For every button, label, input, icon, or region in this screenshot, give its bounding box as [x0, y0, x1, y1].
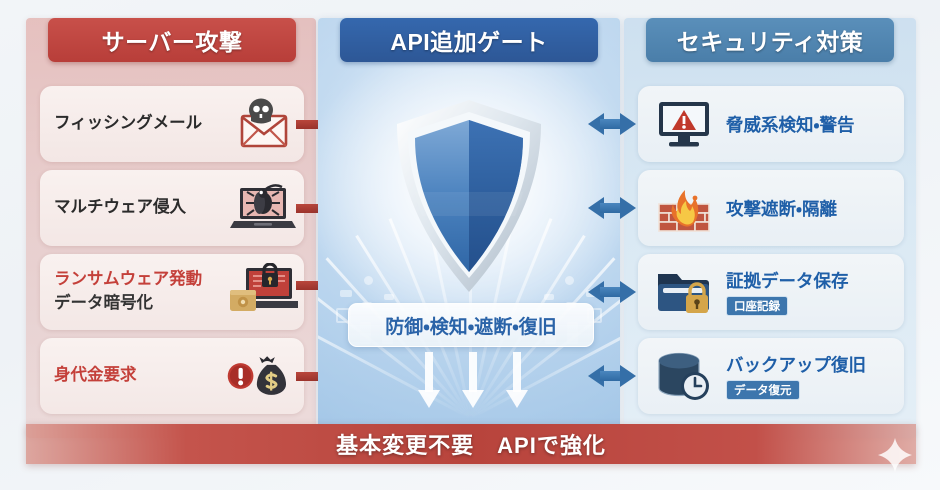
- defense-flow-arrow-4: [588, 365, 642, 387]
- gate-capability-pill: 防御・検知・遮断・復旧: [348, 303, 594, 347]
- status-badge: 口座記録: [726, 296, 788, 316]
- defense-flow-arrow-2: [588, 197, 642, 219]
- gate-column-header: API追加ゲート: [340, 18, 598, 62]
- shield-icon: [389, 96, 549, 296]
- attack-card-label: 身代金要求: [40, 364, 226, 388]
- money-bag-alert-icon: [226, 345, 298, 407]
- arrow-down-icon: [506, 352, 528, 414]
- attack-card-malware[interactable]: マルチウェア侵入: [40, 170, 304, 246]
- skull-envelope-icon: [226, 93, 298, 155]
- summary-banner-text: 基本変更不要 APIで強化: [336, 433, 606, 458]
- attack-card-label: ランサムウェア発動 データ暗号化: [40, 268, 226, 316]
- defense-card-label: バックアップ復旧 データ復元: [720, 352, 904, 400]
- attack-column-title: サーバー攻撃: [101, 29, 243, 55]
- attack-column-header: サーバー攻撃: [48, 18, 296, 62]
- defense-label-text: バックアップ復旧: [726, 355, 866, 375]
- attack-label-text: マルチウェア侵入: [54, 198, 186, 217]
- sparkle-icon: [878, 438, 912, 472]
- arrow-down-icon-group: [418, 352, 528, 414]
- attack-card-label: フィッシングメール: [40, 112, 226, 136]
- attack-sublabel-text: データ暗号化: [54, 294, 153, 312]
- arrow-down-icon: [418, 352, 440, 414]
- defense-card-evidence-storage[interactable]: 証拠データ保存 口座記録: [638, 254, 904, 330]
- defense-card-block-isolate[interactable]: 攻撃遮断・隔離: [638, 170, 904, 246]
- status-badge: データ復元: [726, 380, 800, 400]
- defense-card-label: 証拠データ保存 口座記録: [720, 268, 904, 316]
- gate-column-title: API追加ゲート: [390, 29, 548, 55]
- defense-card-label: 攻撃遮断・隔離: [720, 196, 904, 221]
- attack-card-phishing[interactable]: フィッシングメール: [40, 86, 304, 162]
- attack-card-label: マルチウェア侵入: [40, 196, 226, 220]
- defense-label-text: 脅威系検知・警告: [726, 114, 855, 135]
- defense-column-title: セキュリティ対策: [676, 29, 864, 55]
- attack-card-ransom-demand[interactable]: 身代金要求: [40, 338, 304, 414]
- defense-card-backup-restore[interactable]: バックアップ復旧 データ復元: [638, 338, 904, 414]
- arrow-down-icon: [462, 352, 484, 414]
- monitor-warning-icon: [648, 93, 720, 155]
- defense-card-label: 脅威系検知・警告: [720, 112, 904, 137]
- laptop-bug-icon: [226, 177, 298, 239]
- defense-card-threat-detection[interactable]: 脅威系検知・警告: [638, 86, 904, 162]
- attack-card-ransomware[interactable]: ランサムウェア発動 データ暗号化: [40, 254, 304, 330]
- attack-label-text: 身代金要求: [54, 366, 137, 385]
- defense-flow-arrow-1: [588, 113, 642, 135]
- attack-label-text: フィッシングメール: [54, 114, 203, 133]
- folder-lock-icon: [648, 261, 720, 323]
- defense-flow-arrow-3: [588, 281, 642, 303]
- laptop-lock-icon: [226, 261, 298, 323]
- defense-label-text: 証拠データ保存: [726, 271, 849, 291]
- defense-column-header: セキュリティ対策: [646, 18, 894, 62]
- firewall-flame-icon: [648, 177, 720, 239]
- summary-banner: 基本変更不要 APIで強化: [26, 424, 916, 464]
- attack-label-text: ランサムウェア発動: [54, 270, 203, 289]
- database-clock-icon: [648, 345, 720, 407]
- gate-pill-label: 防御・検知・遮断・復旧: [385, 316, 557, 338]
- defense-label-text: 攻撃遮断・隔離: [726, 198, 837, 219]
